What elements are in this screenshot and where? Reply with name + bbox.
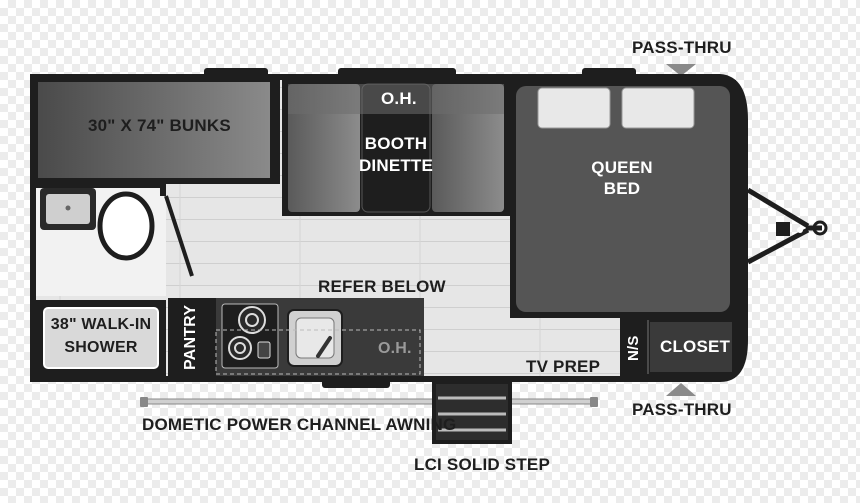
ns-label: N/S	[625, 335, 642, 361]
step-label: LCI SOLID STEP	[414, 455, 550, 474]
pass-thru-top-arrow	[666, 64, 696, 76]
bunks	[38, 82, 270, 178]
hitch	[746, 187, 828, 265]
pass-thru-bottom-label: PASS-THRU	[632, 400, 732, 419]
closet-label: CLOSET	[660, 337, 731, 356]
pantry-label: PANTRY	[182, 304, 199, 370]
shower-label-line1: 38" WALK-IN	[50, 316, 152, 333]
toilet	[97, 191, 155, 261]
bathroom-door	[164, 195, 194, 277]
counter-overhead-label: O.H.	[378, 340, 412, 357]
entry-door	[322, 379, 390, 388]
entry-step	[432, 380, 512, 444]
bunks-label: 30" X 74" BUNKS	[88, 116, 231, 135]
pantry	[168, 298, 216, 376]
awning	[140, 397, 598, 407]
dinette-overhead-label: O.H.	[381, 89, 417, 108]
closet	[650, 322, 732, 372]
shower-label-line2: SHOWER	[64, 339, 138, 356]
awning-label: DOMETIC POWER CHANNEL AWNING	[142, 415, 457, 434]
pass-thru-bottom-arrow	[666, 383, 696, 396]
shower	[43, 307, 159, 369]
bed-label: BED	[603, 179, 641, 198]
refer-below-label: REFER BELOW	[318, 277, 446, 296]
queen-label: QUEEN	[591, 158, 653, 177]
counter-overhead	[215, 329, 421, 375]
pass-thru-top-label: PASS-THRU	[632, 38, 732, 57]
pillow-left	[537, 87, 611, 129]
bed-mattress	[516, 86, 730, 312]
dinette-label: DINETTE	[358, 156, 434, 175]
dinette-seat-left	[288, 84, 360, 212]
tv-prep-label: TV PREP	[526, 357, 601, 376]
dinette-overhead	[288, 84, 504, 114]
pillow-right	[621, 87, 695, 129]
dinette-seat-right	[432, 84, 504, 212]
booth-label: BOOTH	[364, 134, 428, 153]
